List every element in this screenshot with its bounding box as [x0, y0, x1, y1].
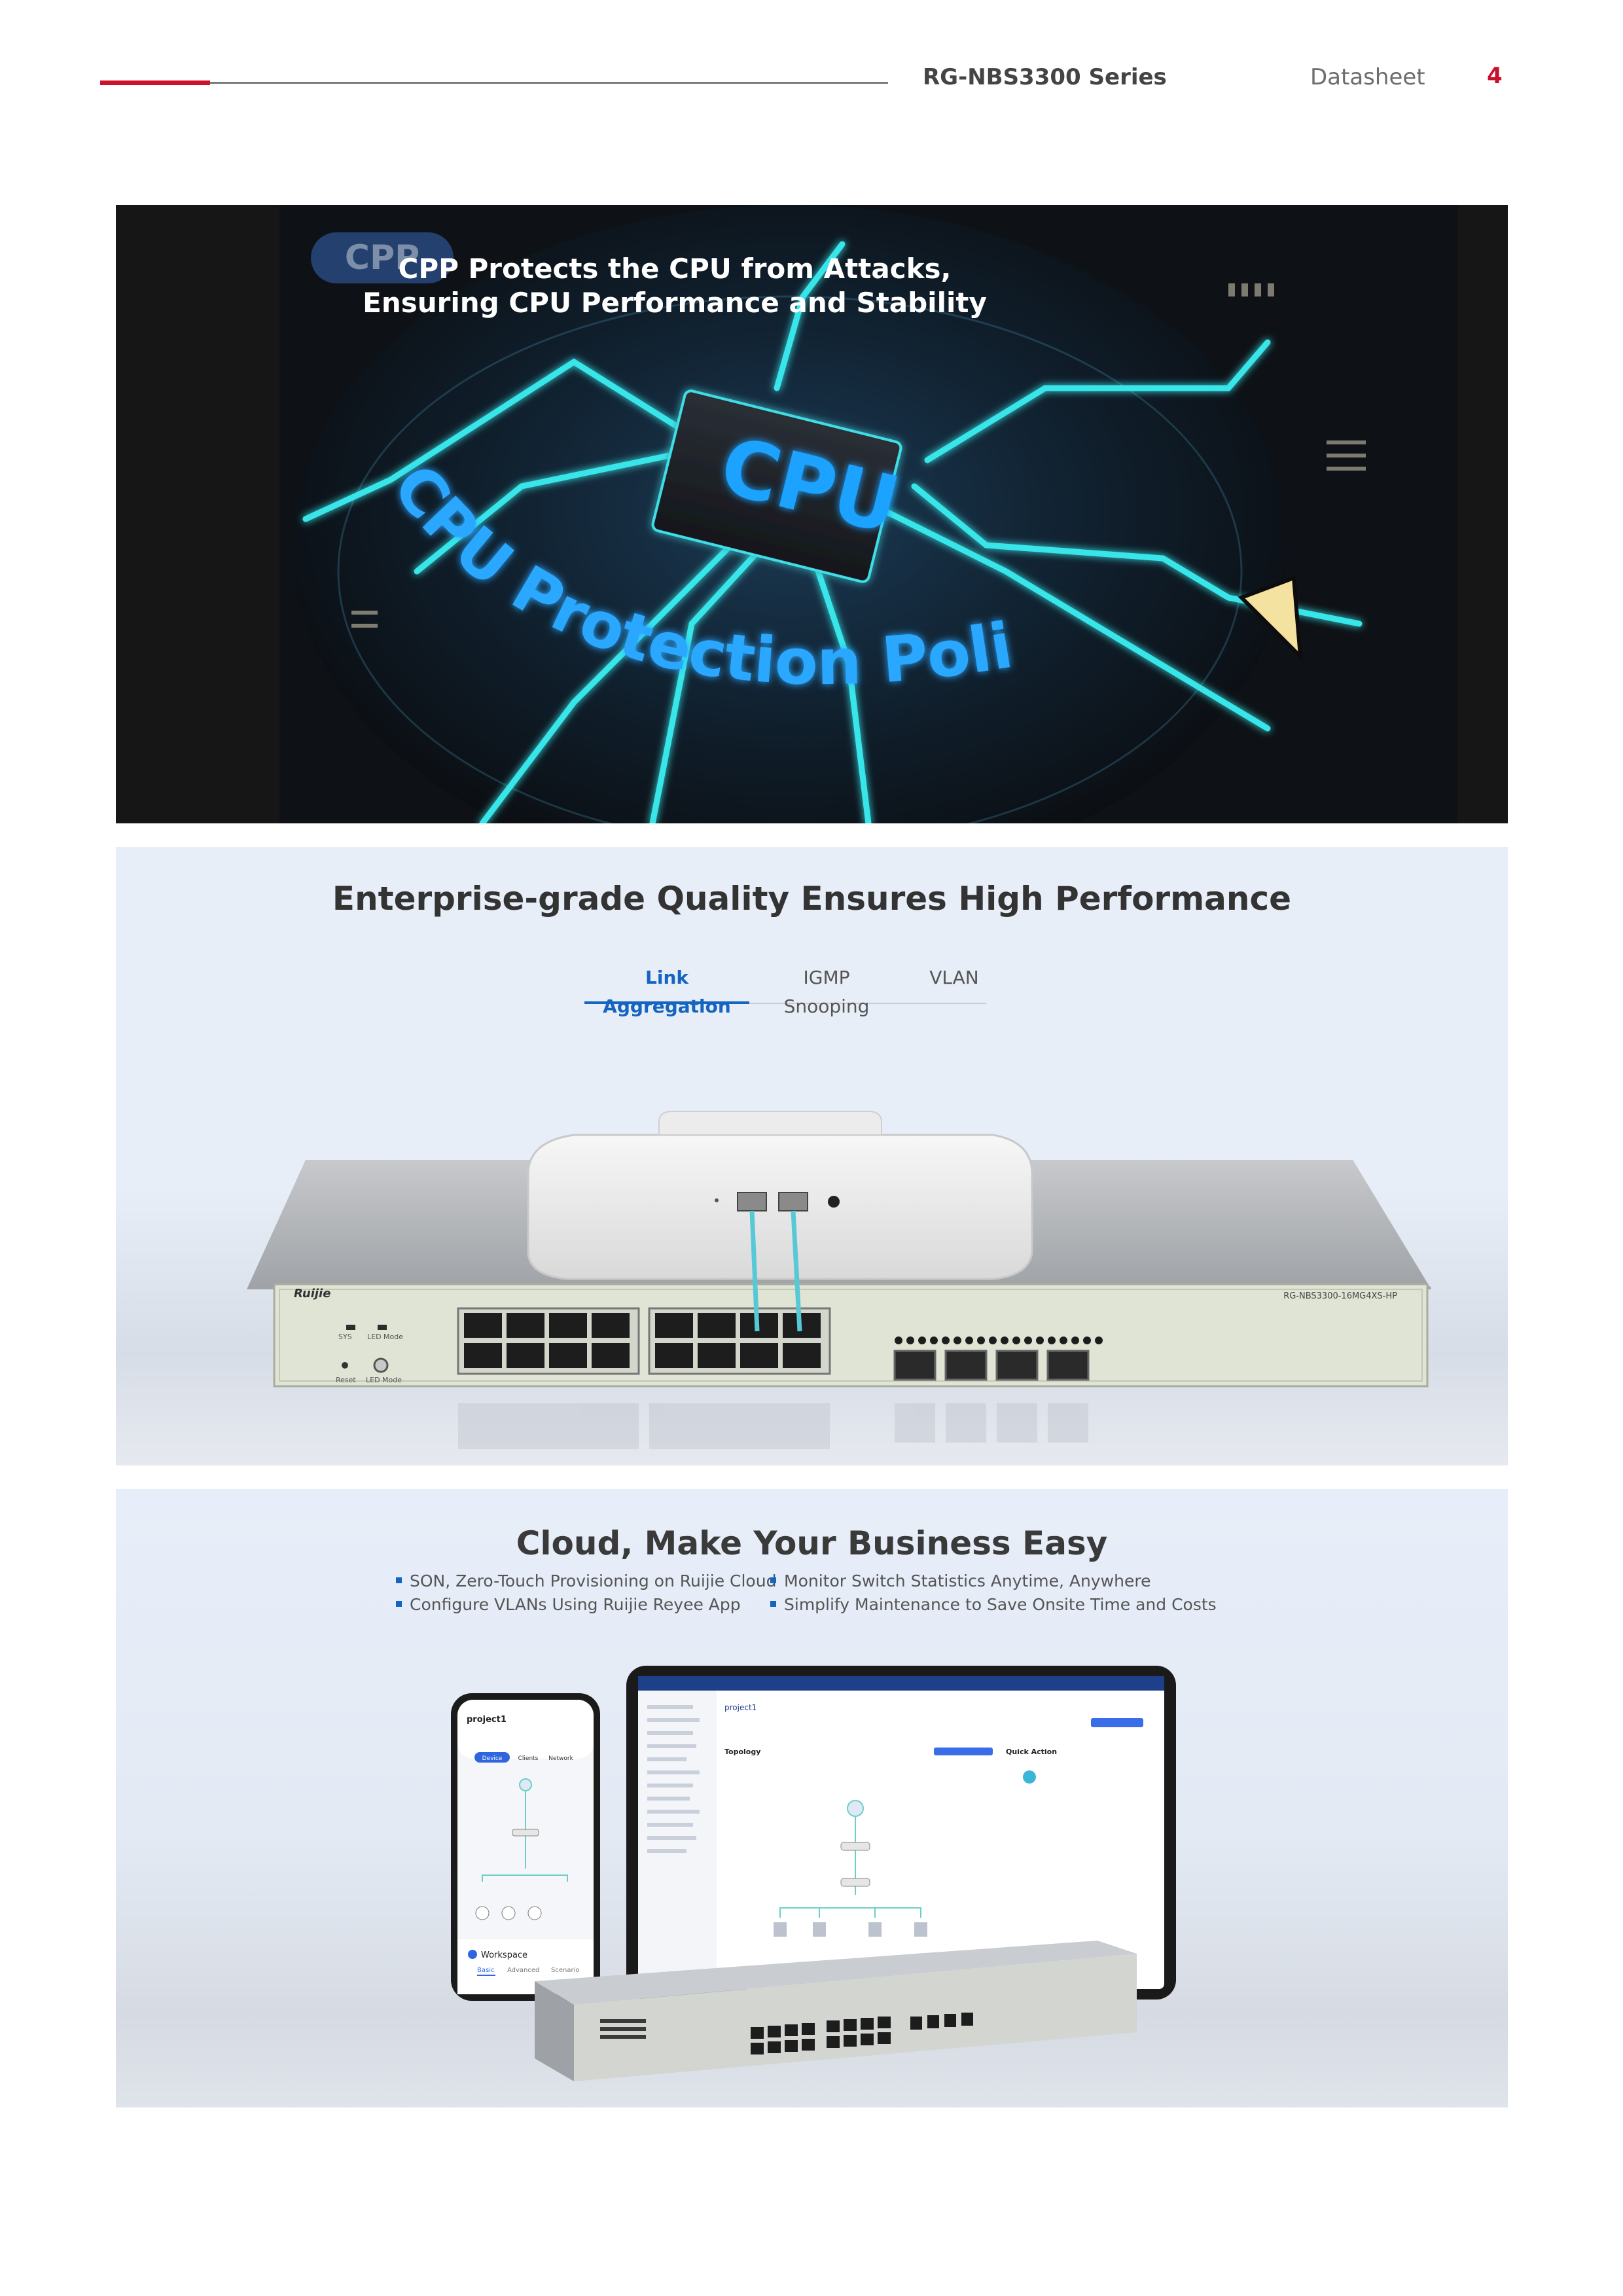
performance-feature-panel: Enterprise-grade Quality Ensures High Pe…: [116, 847, 1508, 1465]
cpu-circuit-illustration: CPU CPU Protection Policy: [116, 205, 1457, 823]
cloud-feature-panel: Cloud, Make Your Business Easy SON, Zero…: [116, 1489, 1508, 2108]
cloud-bullet-vlans: Configure VLANs Using Ruijie Reyee App: [396, 1595, 741, 1614]
cloud-heading: Cloud, Make Your Business Easy: [516, 1524, 1108, 1562]
cpp-title-line1: CPP Protects the CPU from Attacks,: [398, 253, 952, 285]
led-mode-button-label: LED Mode: [366, 1376, 402, 1384]
phone-workspace-tab-advanced[interactable]: Advanced: [507, 1967, 539, 1974]
phone-workspace-title: Workspace: [481, 1950, 527, 1960]
tablet-quick-action-title: Quick Action: [1006, 1748, 1057, 1756]
switch-brand-logo: Ruijie: [294, 1287, 330, 1300]
tablet-topology-title: Topology: [724, 1748, 760, 1756]
performance-heading: Enterprise-grade Quality Ensures High Pe…: [332, 880, 1292, 918]
phone-project-name: project1: [467, 1715, 507, 1725]
phone-tab-network[interactable]: Network: [548, 1755, 573, 1762]
tab-link-aggregation[interactable]: Link Aggregation: [584, 963, 749, 1017]
tab-vlan[interactable]: VLAN: [929, 967, 979, 988]
page-number: 4: [1487, 63, 1503, 89]
switch-with-access-point-illustration: Ruijie RG-NBS3300-16MG4XS-HP SYS LED Mod…: [247, 1111, 1431, 1449]
product-series: RG-NBS3300 Series: [923, 64, 1167, 90]
header-rule: [100, 82, 888, 84]
feature-tabs: Link Aggregation IGMP Snooping VLAN: [584, 963, 986, 1017]
phone-tab-clients[interactable]: Clients: [518, 1755, 539, 1762]
reset-button-label: Reset: [336, 1376, 356, 1384]
cloud-bullet-monitor: Monitor Switch Statistics Anytime, Anywh…: [770, 1571, 1150, 1590]
tab-igmp-snooping[interactable]: IGMP Snooping: [783, 967, 870, 1017]
document-type: Datasheet: [1310, 64, 1425, 90]
tablet-project-name: project1: [724, 1703, 757, 1712]
cloud-devices-illustration: project1 Topology Quick Action project1 …: [451, 1666, 1176, 2081]
cpp-badge: CPP: [311, 232, 454, 283]
cloud-bullet-zero-touch: SON, Zero-Touch Provisioning on Ruijie C…: [396, 1571, 776, 1590]
cloud-bullet-maintenance: Simplify Maintenance to Save Onsite Time…: [770, 1595, 1217, 1614]
phone-workspace-tab-basic[interactable]: Basic: [477, 1967, 494, 1974]
header-accent-bar: [100, 81, 210, 85]
led-mode-label: LED Mode: [367, 1333, 403, 1341]
phone-workspace-tab-scenario[interactable]: Scenario: [551, 1967, 579, 1974]
cpp-title-line2: Ensuring CPU Performance and Stability: [363, 287, 987, 319]
cpp-feature-image: CPU CPU Protection Policy CPP CPP Protec…: [116, 205, 1508, 823]
led-sys-label: SYS: [338, 1333, 352, 1341]
switch-model-label: RG-NBS3300-16MG4XS-HP: [1283, 1291, 1397, 1301]
phone-tab-device[interactable]: Device: [482, 1755, 503, 1762]
